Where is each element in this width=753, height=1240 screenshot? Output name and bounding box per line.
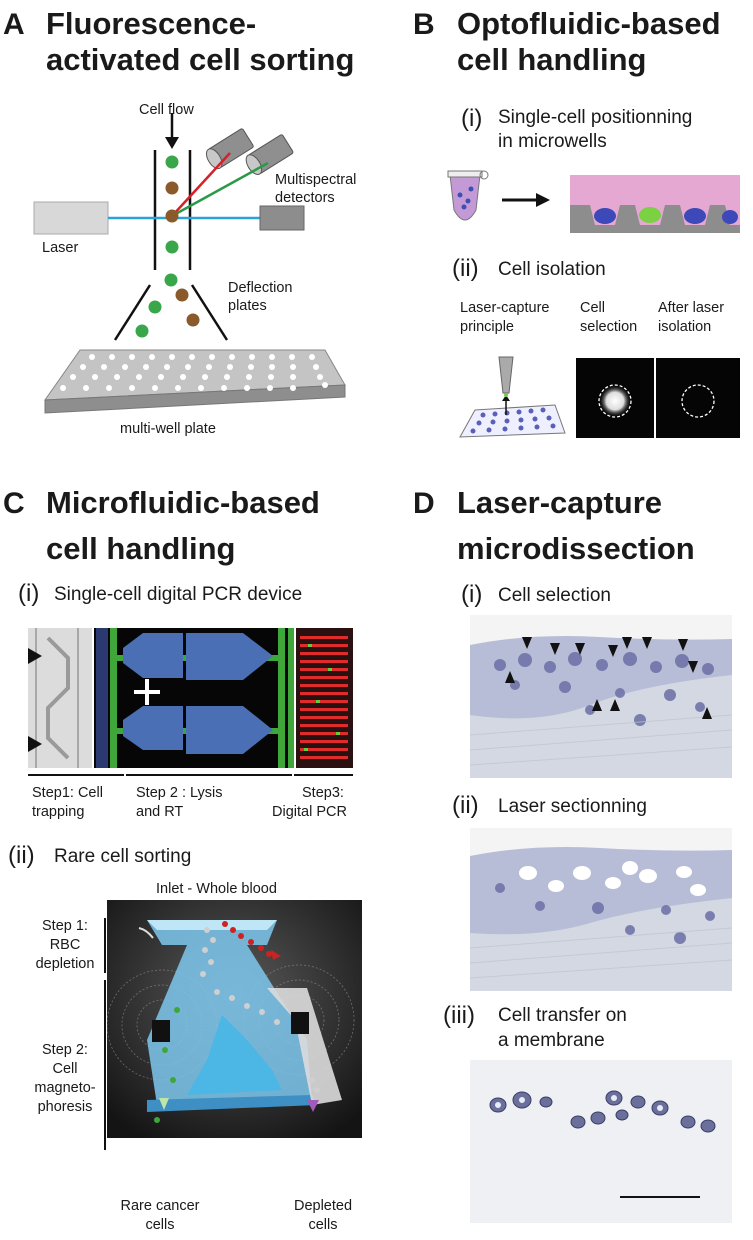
- cell-flow-label: Cell flow: [139, 102, 194, 118]
- panel-d-sub-ii-label: Laser sectionning: [498, 796, 647, 817]
- col-laser-capture-line1: Laser-capture: [460, 300, 550, 316]
- rare-cell-sorting-device-image: [107, 900, 362, 1138]
- panel-c-title-line2: cell handling: [46, 531, 236, 566]
- panel-b-sub-i-line2: in microwells: [498, 131, 607, 152]
- bracket-step2: [104, 980, 106, 1150]
- bracket-step1: [104, 918, 106, 973]
- panel-d-sub-i-label: Cell selection: [498, 585, 611, 606]
- mag-line2: Cell: [52, 1061, 78, 1077]
- panel-c-sub-ii-label: Rare cell sorting: [54, 846, 192, 867]
- panel-c-sub-ii-num: (ii): [8, 842, 35, 869]
- digital-pcr-device-image: [28, 628, 353, 768]
- panel-d-sub-iii-line1: Cell transfer on: [498, 1005, 627, 1026]
- deflection-label-line1: Deflection: [228, 280, 293, 296]
- panel-c-title-line1: Microfluidic-based: [46, 485, 320, 520]
- cell-selection-micrograph: [470, 615, 732, 778]
- panel-b-sub-i-num: (i): [461, 105, 483, 132]
- col-after-isolation-line2: isolation: [658, 319, 712, 335]
- panel-b-title-line1: Optofluidic-based: [457, 6, 721, 41]
- depleted-line1: Depleted: [293, 1198, 353, 1214]
- step3-line1: Step3:: [302, 785, 344, 801]
- panel-b-sub-ii-label: Cell isolation: [498, 259, 606, 280]
- panel-d-sub-iii-line2: a membrane: [498, 1030, 605, 1051]
- rare-cells-line1: Rare cancer: [120, 1198, 200, 1214]
- rbc-line2: RBC: [49, 937, 81, 953]
- multispectral-label-line2: detectors: [275, 190, 335, 206]
- mag-line4: phoresis: [37, 1099, 93, 1115]
- rare-cells-line2: cells: [145, 1217, 175, 1233]
- panel-d-sub-iii-num: (iii): [443, 1002, 475, 1029]
- inlet-label: Inlet - Whole blood: [156, 881, 277, 897]
- panel-b-sub-i-line1: Single-cell positionning: [498, 107, 693, 128]
- step2-line2: and RT: [136, 804, 184, 820]
- step-bracket-tick-1: [124, 770, 126, 780]
- laser-label: Laser: [42, 240, 79, 256]
- panel-a-title-line2: activated cell sorting: [46, 42, 355, 77]
- panel-b-title-line2: cell handling: [457, 42, 647, 77]
- plate-label: multi-well plate: [120, 421, 216, 437]
- col-cell-selection-line2: selection: [580, 319, 638, 335]
- panel-d-sub-ii-num: (ii): [452, 792, 479, 819]
- step1-line1: Step1: Cell: [32, 785, 103, 801]
- cell-transfer-micrograph: [470, 1060, 732, 1223]
- panel-b-letter: B: [413, 8, 435, 41]
- step2-line1: Step 2 : Lysis: [136, 785, 223, 801]
- col-after-isolation-line1: After laser: [658, 300, 725, 316]
- laser-sectioning-micrograph: [470, 828, 732, 991]
- col-laser-capture-line2: principle: [460, 319, 514, 335]
- panel-a-letter: A: [3, 8, 25, 41]
- rbc-line1: Step 1:: [42, 918, 88, 934]
- panel-d-letter: D: [413, 487, 435, 520]
- col-cell-selection-line1: Cell: [580, 300, 605, 316]
- cell-selection-image: [576, 358, 654, 438]
- panel-a-title-line1: Fluorescence-: [46, 6, 257, 41]
- depleted-line2: cells: [308, 1217, 338, 1233]
- panel-b-sub-ii-num: (ii): [452, 255, 479, 282]
- laser-capture-principle-image: [455, 355, 570, 440]
- panel-c-sub-i-num: (i): [18, 580, 40, 607]
- panel-c-sub-i-label: Single-cell digital PCR device: [54, 584, 303, 605]
- panel-d-title-line1: Laser-capture: [457, 485, 663, 520]
- step-bracket-line: [28, 774, 353, 776]
- panel-d-sub-i-num: (i): [461, 581, 483, 608]
- microwell-diagram: [440, 165, 745, 240]
- step-bracket-tick-2: [292, 770, 294, 780]
- panel-d-title-line2: microdissection: [457, 531, 695, 566]
- step1-line2: trapping: [32, 804, 85, 820]
- facs-diagram: Cell flow Multispectral detectors Laser …: [20, 95, 390, 440]
- rbc-line3: depletion: [35, 956, 95, 972]
- mag-line1: Step 2:: [42, 1042, 88, 1058]
- deflection-label-line2: plates: [228, 298, 267, 314]
- after-isolation-image: [656, 358, 740, 438]
- multispectral-label-line1: Multispectral: [275, 172, 357, 188]
- panel-c-letter: C: [3, 487, 25, 520]
- step3-line2: Digital PCR: [272, 804, 347, 820]
- mag-line3: magneto-: [34, 1080, 96, 1096]
